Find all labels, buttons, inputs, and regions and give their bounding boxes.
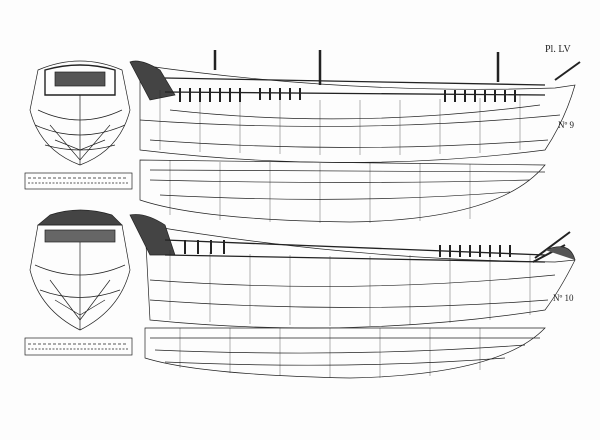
plan-ship-9	[139, 159, 546, 223]
profile-ship-9	[129, 50, 581, 163]
ship-9-label: Nº 9	[558, 120, 575, 130]
plate-label: Pl. LV	[545, 44, 571, 55]
scale-bar-ship-9	[24, 172, 133, 190]
scale-bar-ship-10	[24, 337, 133, 356]
ship-10-label: Nº 10	[553, 293, 574, 303]
profile-ship-10	[129, 214, 576, 329]
plan-ship-10	[144, 327, 546, 379]
stern-view-ship-10	[29, 209, 131, 331]
stern-view-ship-9	[29, 60, 131, 166]
